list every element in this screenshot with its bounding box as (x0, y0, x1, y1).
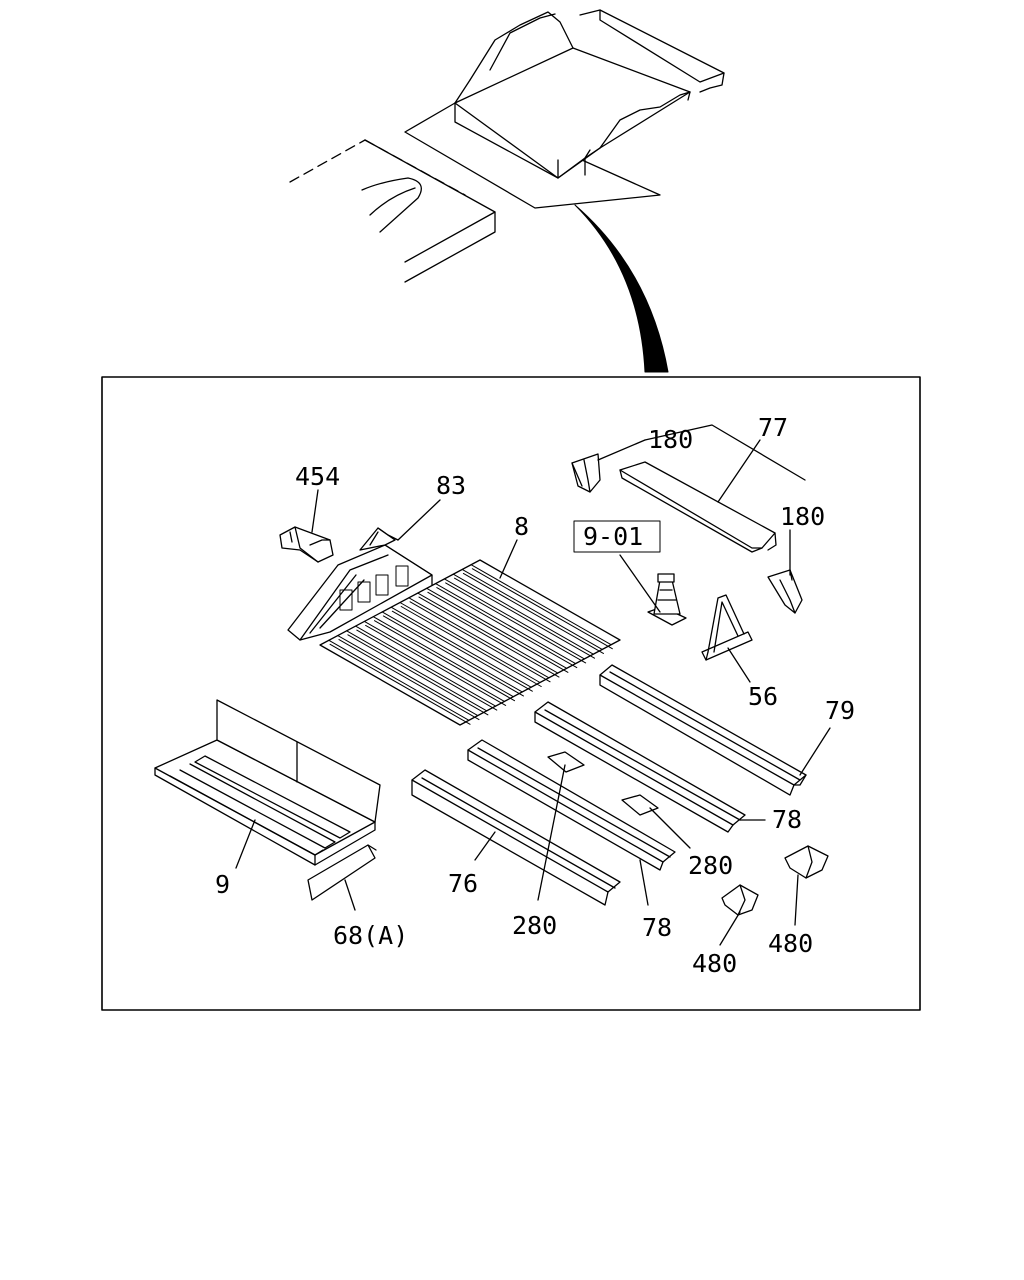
part-480-left (721, 884, 759, 916)
label-78-lower: 78 (642, 913, 672, 942)
label-480-right: 480 (768, 929, 813, 958)
floor-rib (454, 577, 596, 659)
floor-rib (400, 606, 542, 687)
floor-rib (347, 634, 489, 716)
part-83 (287, 527, 433, 641)
floor-rib (461, 568, 603, 650)
floor-rib (399, 602, 541, 683)
part-9 (154, 699, 381, 866)
part-454 (279, 526, 334, 563)
detail-frame (101, 376, 921, 1011)
floor-rib (462, 572, 604, 654)
part-78-upper (534, 701, 746, 833)
part-78-lower (467, 739, 676, 871)
vehicle-overview (289, 9, 725, 373)
label-9: 9 (215, 870, 230, 899)
floor-rib (418, 596, 560, 678)
floor-rib (436, 587, 578, 669)
floor-rib (426, 587, 568, 669)
floor-rib (417, 592, 559, 674)
label-480-left: 480 (692, 949, 737, 978)
floor-rib (381, 611, 523, 693)
part-79 (599, 664, 807, 796)
part-68a (307, 844, 377, 901)
label-78-upper: 78 (772, 805, 802, 834)
label-180-left: 180 (648, 425, 693, 454)
part-77 (619, 461, 777, 553)
floor-rib (470, 564, 612, 646)
floor-rib (445, 582, 587, 664)
floor-rib (471, 568, 613, 650)
floor-rib (408, 597, 550, 679)
floor-rib (435, 583, 577, 665)
label-56: 56 (748, 682, 778, 711)
floor-rib (328, 639, 470, 721)
label-8: 8 (514, 512, 529, 541)
floor-rib (372, 616, 514, 698)
floor-rib (346, 630, 488, 712)
floor-rib (337, 635, 479, 717)
floor-rib (338, 639, 480, 721)
label-77: 77 (758, 413, 788, 442)
floor-rib (329, 643, 471, 725)
part-180-right (767, 569, 803, 614)
part-280-b (547, 751, 585, 773)
floor-rib (452, 573, 594, 655)
floor-rib (355, 625, 497, 707)
label-79: 79 (825, 696, 855, 725)
label-454: 454 (295, 462, 340, 491)
part-56 (701, 594, 753, 661)
floor-rib (443, 578, 585, 660)
label-9-01: 9-01 (583, 522, 643, 551)
floor-rib (374, 620, 516, 702)
floor-rib (363, 620, 505, 702)
part-76 (411, 769, 621, 906)
part-9-01 (647, 573, 687, 626)
part-180-left (571, 453, 601, 493)
floor-rib (390, 606, 532, 688)
floor-rib (409, 601, 551, 683)
leader-lines (235, 424, 831, 946)
label-180-right: 180 (780, 502, 825, 531)
part-480-right (784, 845, 829, 879)
label-76: 76 (448, 869, 478, 898)
label-280-right: 280 (688, 851, 733, 880)
floor-rib (356, 629, 498, 711)
floor-rib (427, 591, 569, 673)
label-68a: 68(A) (333, 921, 408, 950)
label-9-01-box (573, 520, 661, 553)
label-83: 83 (436, 471, 466, 500)
floor-rib (382, 615, 524, 697)
floor-rib (391, 610, 533, 692)
part-280-a (621, 794, 659, 816)
label-280-left: 280 (512, 911, 557, 940)
part-8 (319, 559, 621, 726)
floor-rib (365, 624, 507, 706)
